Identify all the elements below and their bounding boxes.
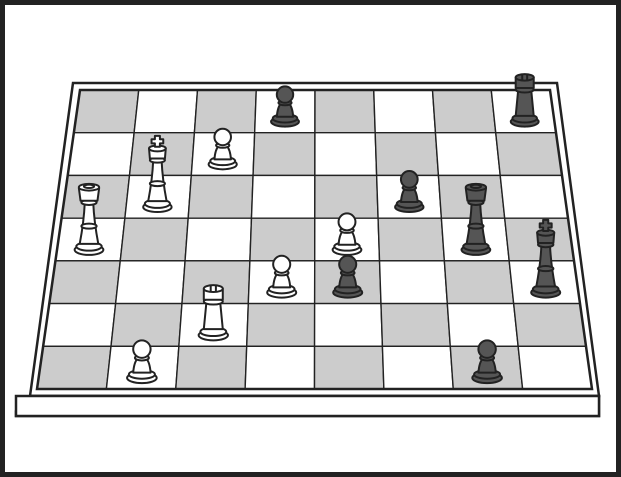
board-square[interactable] [250,218,315,261]
board-square[interactable] [381,304,450,347]
board-square[interactable] [245,346,314,389]
board-square[interactable] [111,304,182,347]
board-square[interactable] [253,133,315,176]
board-square[interactable] [188,175,253,218]
board-base-front [16,396,599,416]
board-square[interactable] [315,133,377,176]
board-square[interactable] [315,304,383,347]
board-square[interactable] [134,90,197,133]
board-square[interactable] [380,261,448,304]
board-squares [37,90,592,389]
board-square[interactable] [444,261,513,304]
board-square[interactable] [68,133,134,176]
board-square[interactable] [500,175,568,218]
board-square[interactable] [251,175,314,218]
board-square[interactable] [74,90,139,133]
board-square[interactable] [315,90,375,133]
board-square[interactable] [378,218,444,261]
board-square[interactable] [382,346,453,389]
board-square[interactable] [120,218,188,261]
board-square[interactable] [447,304,518,347]
board-square[interactable] [374,90,436,133]
board-square[interactable] [116,261,185,304]
board-square[interactable] [176,346,247,389]
board-square[interactable] [37,346,111,389]
board-square[interactable] [518,346,592,389]
board-square[interactable] [433,90,496,133]
board-square[interactable] [315,175,378,218]
board-square[interactable] [247,304,315,347]
board-square[interactable] [49,261,120,304]
board-square[interactable] [435,133,500,176]
board-square[interactable] [514,304,586,347]
board-square[interactable] [496,133,562,176]
board-square[interactable] [43,304,115,347]
board-square[interactable] [194,90,256,133]
board-square[interactable] [375,133,438,176]
board-square[interactable] [315,346,384,389]
board-square[interactable] [185,218,251,261]
